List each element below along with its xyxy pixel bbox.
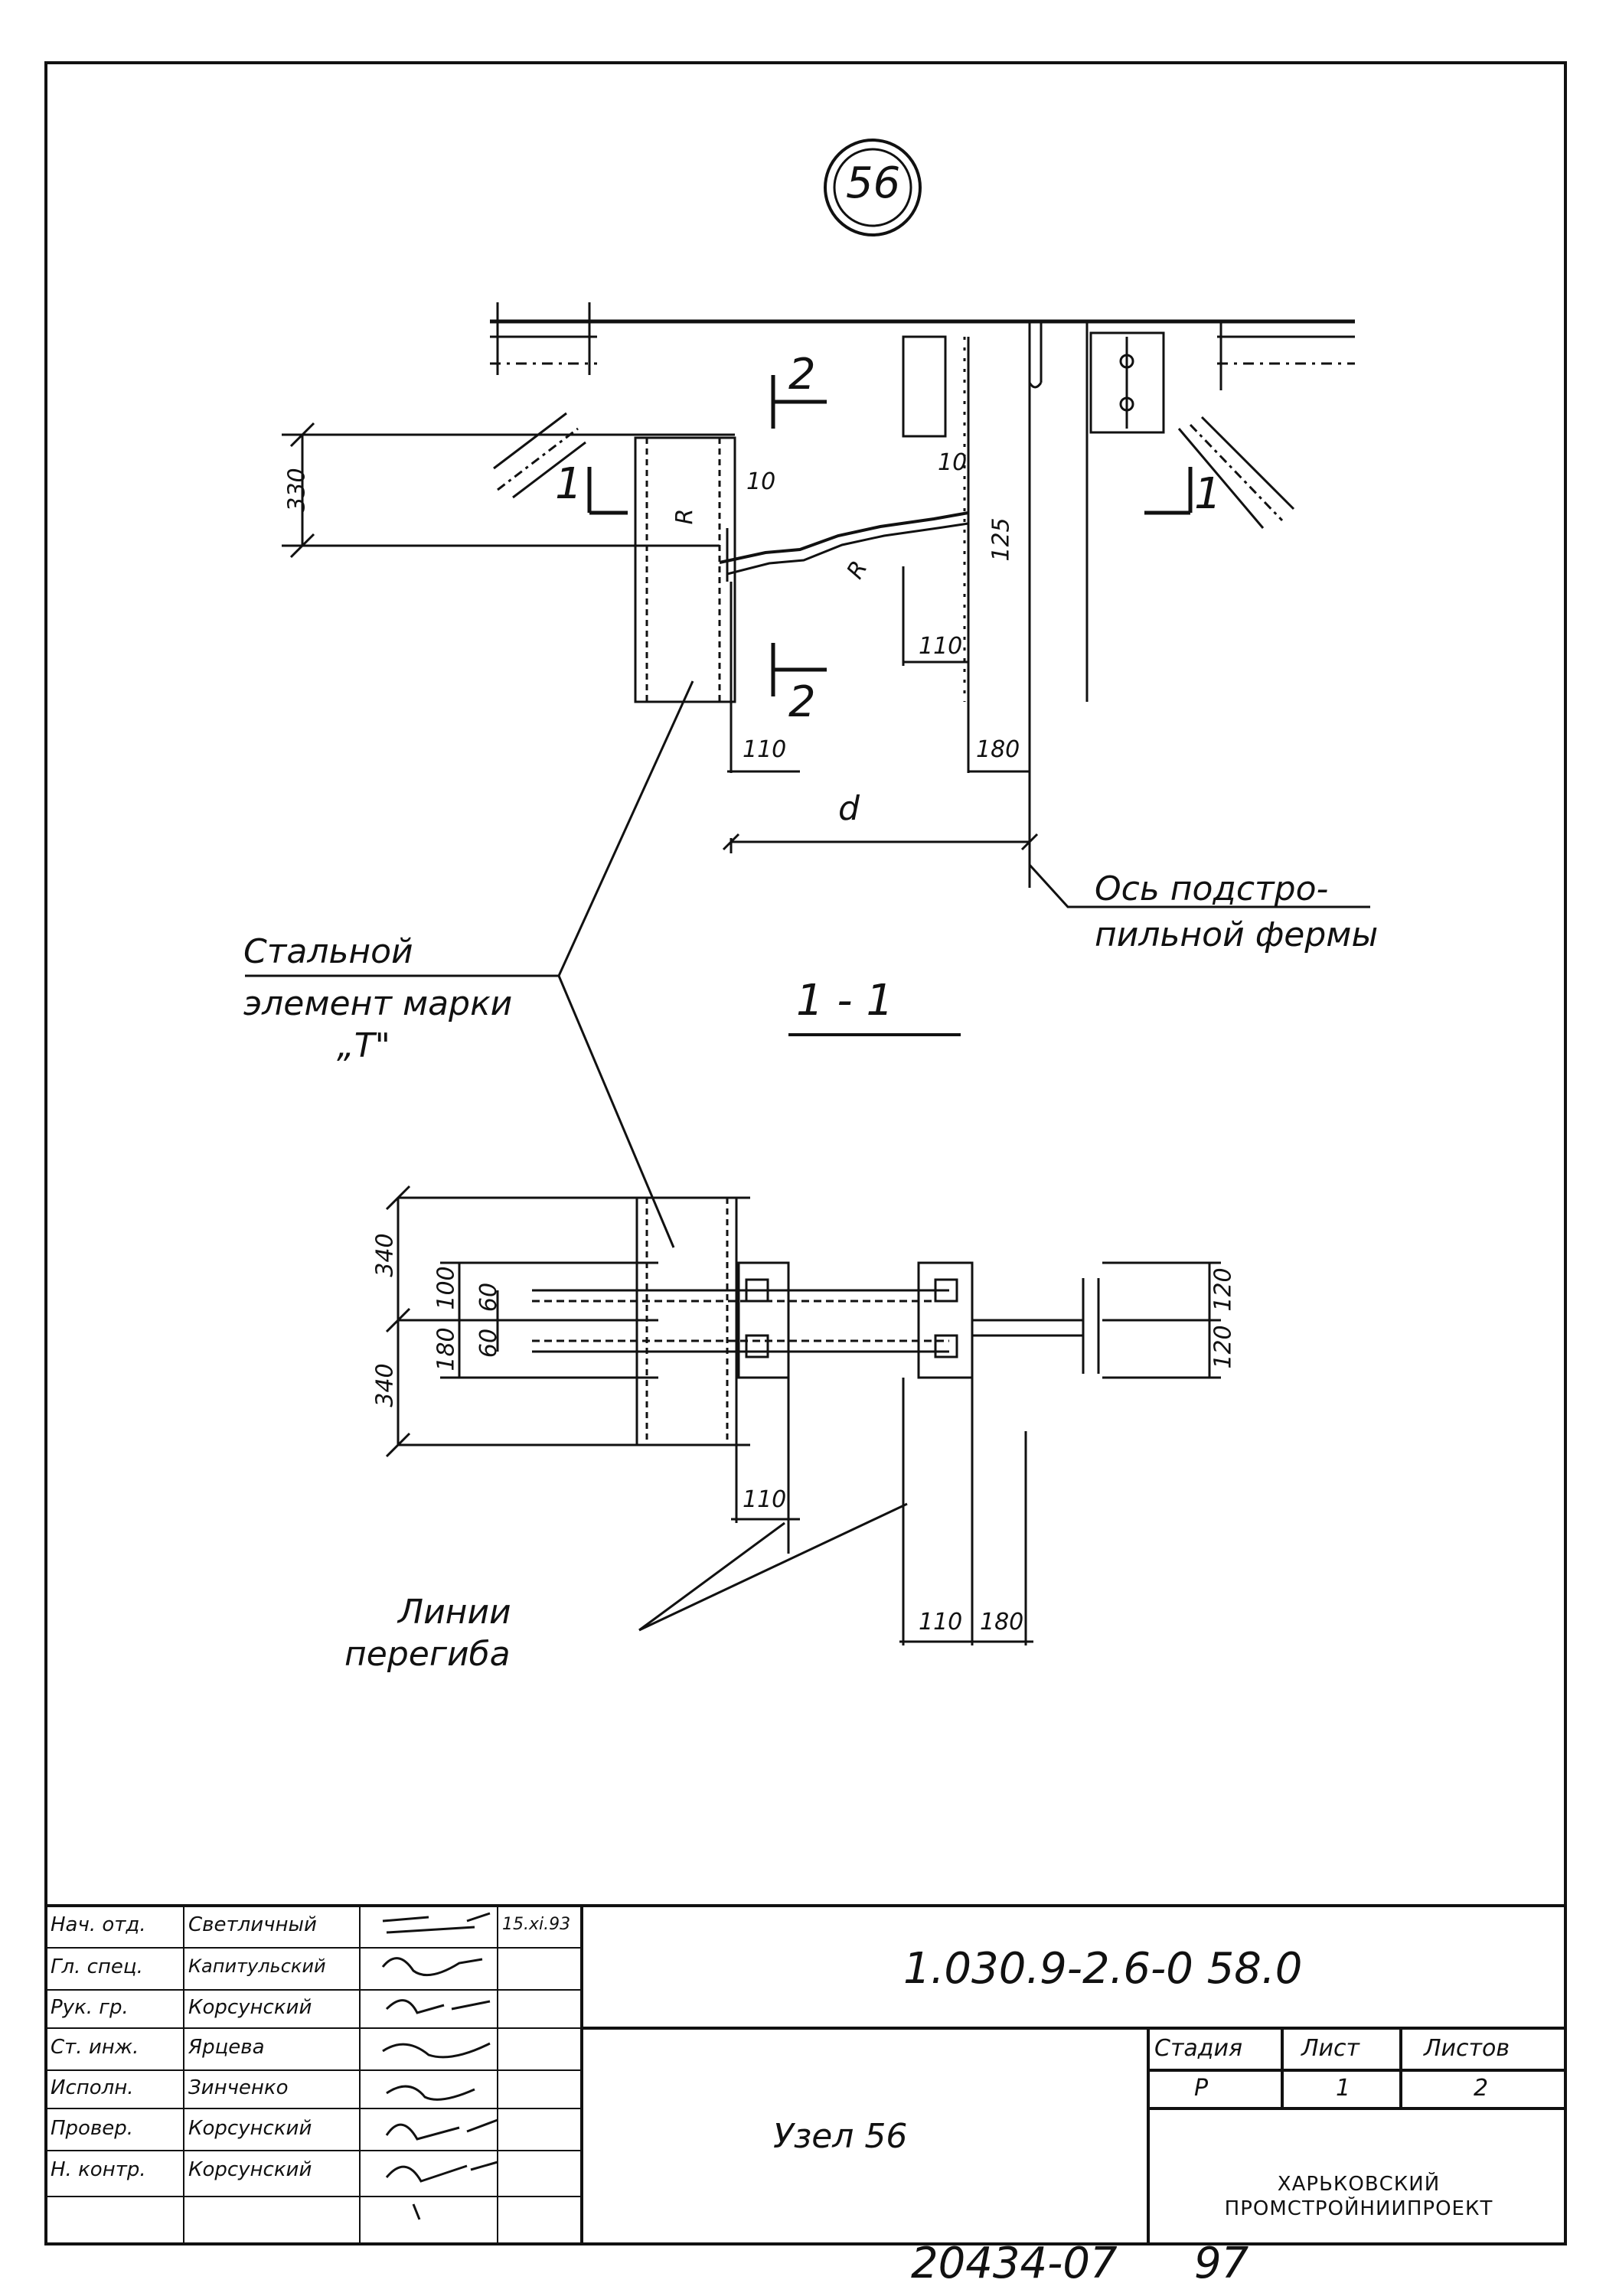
dim-125: 125 [987,517,1015,562]
signatures [381,1912,498,2220]
section-mark: 1 - 1 [796,976,894,1026]
role-5: Провер. [51,2117,134,2140]
date-mark: 15.xi.93 [502,1915,571,1934]
sheets-header: Листов [1424,2035,1510,2062]
doc-code: 1.030.9-2.6-0 58.0 [903,1944,1303,1994]
sheet-header: Лист [1301,2035,1360,2062]
role-0: Нач. отд. [51,1913,146,1936]
axis-label-line2: пильной фермы [1095,915,1379,954]
dim-180-section-right: 180 [980,1609,1024,1636]
drawing-title: Узел 56 [773,2117,908,2156]
dim-180-section: 180 [432,1327,460,1371]
name-1: Капитульский [188,1955,326,1977]
cut-mark-2-bottom: 2 [788,677,816,727]
page-number: 97 [1194,2239,1249,2288]
dim-340-bottom: 340 [371,1363,399,1407]
name-2: Корсунский [188,1996,312,2019]
role-3: Ст. инж. [51,2036,139,2059]
steel-label-line2: элемент марки [243,984,513,1023]
bend-label-line2: перегиба [344,1635,511,1674]
dim-110-section-right: 110 [919,1609,963,1636]
role-2: Рук. гр. [51,1996,129,2019]
cut-mark-1-left: 1 [555,459,583,509]
stage-value: Р [1194,2075,1209,2102]
dim-60-top: 60 [475,1282,503,1313]
stage-header: Стадия [1154,2035,1243,2062]
dim-110-section-left: 110 [743,1486,787,1513]
dim-100: 100 [432,1266,460,1310]
name-0: Светличный [188,1913,317,1936]
dim-110-plan-right: 110 [919,633,963,660]
cut-mark-1-right: 1 [1194,469,1222,519]
node-circle-outer [824,139,922,236]
dim-110-plan-bottom: 110 [743,736,787,763]
node-number: 56 [846,158,901,208]
bend-label-line1: Линии [398,1593,511,1632]
sheet-value: 1 [1336,2075,1351,2102]
role-1: Гл. спец. [51,1955,143,1978]
dim-60-bottom: 60 [475,1328,503,1358]
dim-10-left: 10 [746,468,776,495]
dim-180-plan: 180 [976,736,1020,763]
plan-view [245,302,1370,1248]
radius-left: R [671,508,699,525]
name-6: Корсунский [188,2158,312,2181]
org-line2: ПРОМСТРОЙНИИПРОЕКТ [1224,2197,1493,2220]
drawing-frame [44,61,1567,2245]
dim-10-right: 10 [938,449,968,476]
name-4: Зинченко [188,2076,289,2099]
node-circle-inner [833,148,912,227]
dim-120-top: 120 [1209,1267,1237,1312]
role-6: Н. контр. [51,2158,146,2181]
dim-340-top: 340 [371,1233,399,1277]
steel-label-line1: Стальной [243,932,413,971]
title-block [46,1904,1565,2244]
name-3: Ярцева [188,2036,265,2059]
org-line1: ХАРЬКОВСКИЙ [1277,2173,1441,2196]
axis-label-line1: Ось подстро- [1095,869,1329,908]
section-view [385,1185,1221,1645]
steel-label-line3: „Т" [337,1026,390,1065]
role-4: Исполн. [51,2076,134,2099]
archive-number: 20434-07 [911,2239,1118,2288]
dim-330: 330 [283,468,311,512]
dim-120-bottom: 120 [1209,1325,1237,1369]
dim-d: d [838,789,860,828]
name-5: Корсунский [188,2117,312,2140]
cut-mark-2-top: 2 [788,350,816,400]
sheets-value: 2 [1474,2075,1489,2102]
